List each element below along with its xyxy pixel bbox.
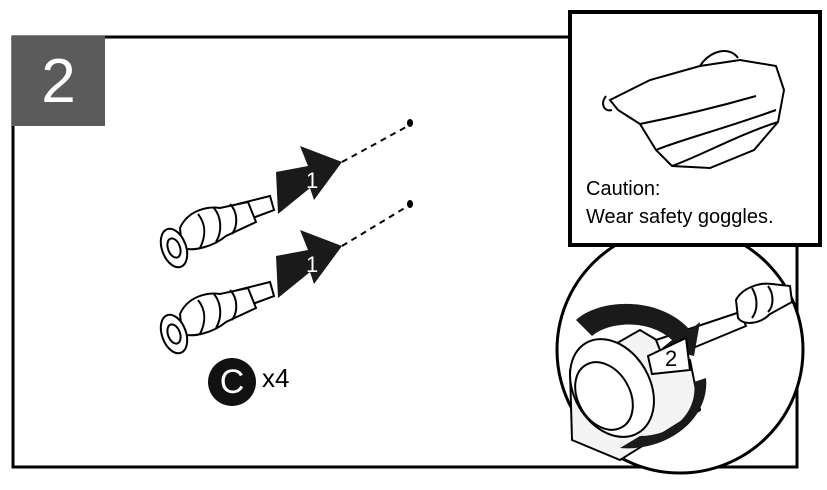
caution-text: Caution: Wear safety goggles.	[586, 175, 818, 231]
arrow-number: 1	[306, 168, 318, 193]
step-number-badge: 2	[12, 36, 105, 126]
arrow-number: 1	[306, 252, 318, 277]
drywall-anchor-icon	[159, 280, 276, 355]
drywall-anchor-icon	[734, 282, 794, 324]
drywall-anchor-icon	[159, 194, 276, 269]
safety-goggles-icon	[602, 50, 786, 170]
caution-message: Wear safety goggles.	[586, 206, 774, 228]
screwdriver-icon	[568, 310, 748, 462]
guide-lines	[341, 125, 409, 247]
arrow-number: 2	[665, 346, 677, 371]
step-frame	[11, 35, 799, 469]
part-letter-badge: C	[208, 358, 256, 406]
part-quantity: x4	[262, 363, 290, 393]
rotate-arrow-icon: 2	[576, 303, 707, 449]
push-arrow-icon: 1	[276, 146, 342, 214]
caution-title: Caution:	[586, 178, 661, 200]
wall-hole-icon	[407, 119, 413, 208]
push-arrow-icon: 1	[276, 230, 342, 298]
